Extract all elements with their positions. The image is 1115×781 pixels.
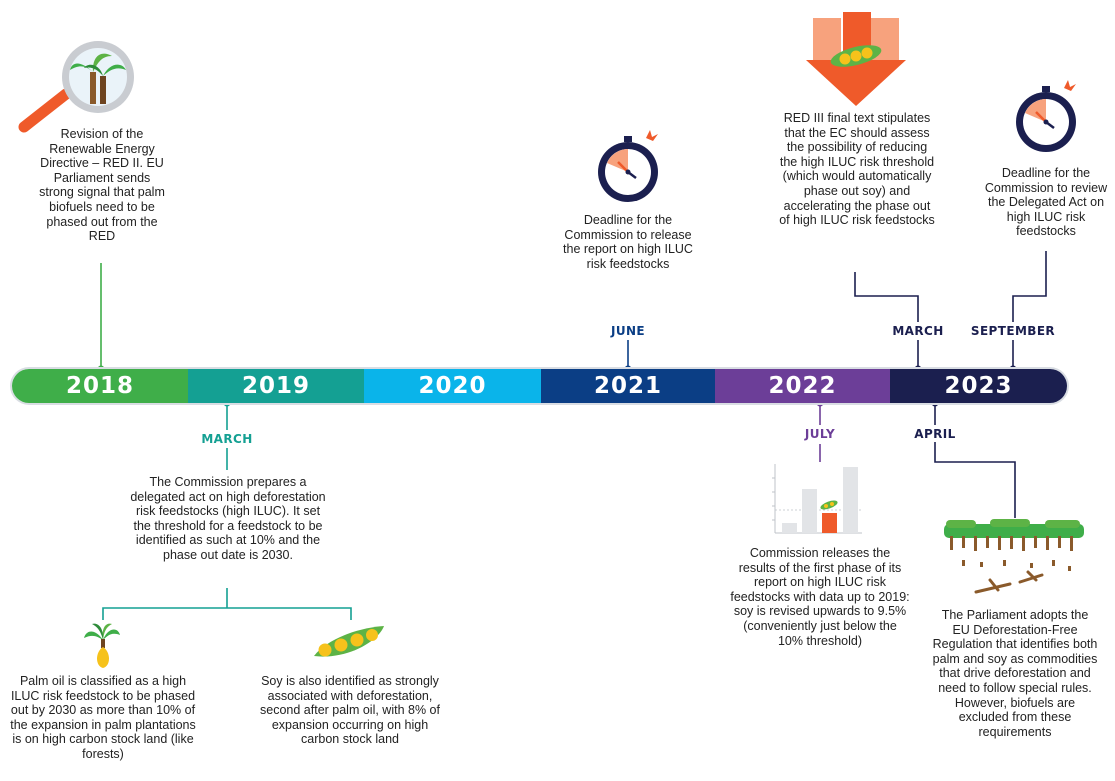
clock-icon bbox=[598, 130, 658, 202]
event-delegated-act-text: The Commission prepares a delegated act … bbox=[130, 475, 326, 562]
event-red3-text: RED III final text stipulates that the E… bbox=[779, 111, 935, 228]
soy-pod-icon bbox=[314, 626, 384, 657]
month-april-2023: APRIL bbox=[914, 427, 956, 441]
month-march-2019: MARCH bbox=[201, 432, 253, 446]
clock-icon-2023 bbox=[1016, 80, 1076, 152]
month-june-2021: JUNE bbox=[610, 324, 646, 338]
magnifier-palm-icon bbox=[18, 41, 134, 133]
palm-fruit-icon bbox=[84, 623, 120, 668]
month-july-2022: JULY bbox=[804, 427, 836, 441]
year-2019: 2019 bbox=[188, 369, 364, 403]
event-report-release-text: Commission releases the results of the f… bbox=[730, 546, 910, 648]
year-2022: 2022 bbox=[715, 369, 890, 403]
event-palm-text: Palm oil is classified as a high ILUC ri… bbox=[10, 674, 196, 761]
event-eudr-text: The Parliament adopts the EU Deforestati… bbox=[932, 608, 1098, 739]
connector-april-2023-icon bbox=[934, 442, 1016, 518]
timeline-bar: 2018 2019 2020 2021 2022 2023 bbox=[12, 369, 1067, 403]
down-arrow-soy-icon bbox=[806, 12, 906, 106]
event-soy-text: Soy is also identified as strongly assoc… bbox=[260, 674, 440, 747]
connector-march-2023-top bbox=[854, 272, 919, 322]
month-september-2023: SEPTEMBER bbox=[970, 324, 1056, 338]
year-2021: 2021 bbox=[541, 369, 715, 403]
event-red2-text: Revision of the Renewable Energy Directi… bbox=[39, 127, 165, 244]
bar-chart-icon bbox=[772, 464, 862, 534]
year-2020: 2020 bbox=[364, 369, 541, 403]
event-report-deadline-text: Deadline for the Commission to release t… bbox=[563, 213, 693, 271]
event-review-deadline-text: Deadline for the Commission to review th… bbox=[984, 166, 1108, 239]
connector-branch bbox=[102, 607, 352, 620]
month-march-2023: MARCH bbox=[892, 324, 944, 338]
year-2018: 2018 bbox=[12, 369, 188, 403]
connector-september-top bbox=[1012, 251, 1047, 322]
deforestation-icon bbox=[944, 519, 1084, 594]
year-2023: 2023 bbox=[890, 369, 1067, 403]
